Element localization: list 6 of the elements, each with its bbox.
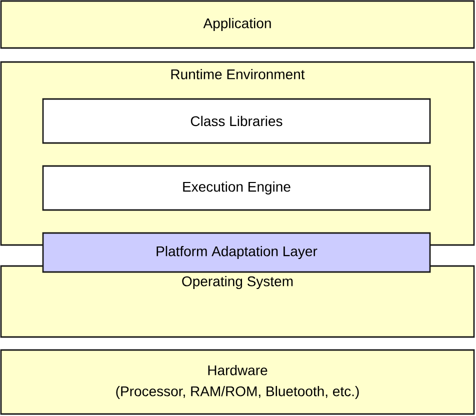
layer-box: Operating System — [0, 265, 475, 338]
component-box: Execution Engine — [42, 165, 431, 211]
layer-box: Hardware (Processor, RAM/ROM, Bluetooth, etc.) — [0, 349, 475, 415]
component-box: Class Libraries — [42, 98, 431, 144]
layer-box: Application — [0, 0, 475, 49]
layer-box: Platform Adaptation Layer — [42, 232, 431, 273]
